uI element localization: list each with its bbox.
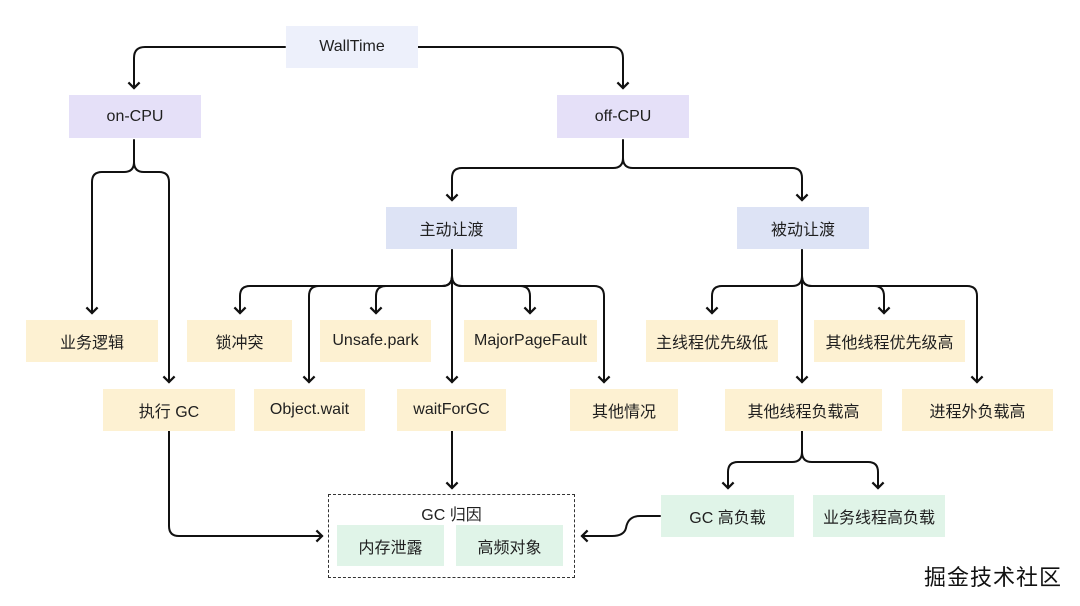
node-business-thread-high-load: 业务线程高负载 bbox=[813, 495, 945, 537]
edge-offcpu-involuntary bbox=[622, 157, 809, 202]
node-on-cpu: on-CPU bbox=[69, 95, 201, 138]
gc-attribution-group: GC 归因 内存泄露 高频对象 bbox=[328, 494, 575, 578]
node-voluntary-yield: 主动让渡 bbox=[386, 207, 517, 249]
edge-offcpu-voluntary bbox=[445, 139, 624, 202]
watermark-text: 掘金技术社区 bbox=[923, 566, 1062, 591]
node-other-cases: 其他情况 bbox=[570, 389, 678, 431]
node-main-thread-low-priority: 主线程优先级低 bbox=[646, 320, 778, 362]
edge-oncpu-business bbox=[85, 139, 135, 315]
node-high-freq-objects: 高频对象 bbox=[456, 525, 563, 566]
node-other-thread-high-priority: 其他线程优先级高 bbox=[814, 320, 965, 362]
edge-oncpu-execgc bbox=[133, 161, 176, 384]
edge-walltime-offcpu bbox=[417, 46, 630, 90]
edge-vol-pagefault bbox=[451, 275, 537, 315]
node-exec-gc: 执行 GC bbox=[103, 389, 235, 431]
node-wait-for-gc: waitForGC bbox=[397, 389, 506, 431]
node-object-wait: Object.wait bbox=[254, 389, 365, 431]
node-involuntary-yield: 被动让渡 bbox=[737, 207, 869, 249]
node-walltime: WallTime bbox=[286, 26, 418, 68]
node-off-cpu: off-CPU bbox=[557, 95, 689, 138]
node-lock-conflict: 锁冲突 bbox=[187, 320, 292, 362]
node-memory-leak: 内存泄露 bbox=[337, 525, 444, 566]
node-gc-high-load: GC 高负载 bbox=[661, 495, 794, 537]
node-unsafe-park: Unsafe.park bbox=[320, 320, 431, 362]
edge-load-gc bbox=[721, 430, 803, 490]
edge-vol-other bbox=[451, 275, 611, 384]
edge-gchigh-group bbox=[580, 515, 661, 543]
edge-inv-external bbox=[801, 275, 984, 384]
node-external-process-high-load: 进程外负载高 bbox=[902, 389, 1053, 431]
edge-vol-unsafepark bbox=[369, 275, 453, 315]
edge-execgc-group bbox=[168, 430, 324, 543]
edge-load-business bbox=[801, 451, 885, 490]
node-major-page-fault: MajorPageFault bbox=[464, 320, 597, 362]
edge-walltime-oncpu bbox=[127, 46, 286, 90]
gc-attribution-title: GC 归因 bbox=[421, 507, 482, 524]
edge-vol-lock bbox=[233, 249, 453, 315]
edge-inv-otherprio bbox=[801, 275, 891, 315]
node-business-logic: 业务逻辑 bbox=[26, 320, 158, 362]
node-other-thread-high-load: 其他线程负载高 bbox=[725, 389, 882, 431]
edge-inv-mainlow bbox=[705, 249, 803, 315]
